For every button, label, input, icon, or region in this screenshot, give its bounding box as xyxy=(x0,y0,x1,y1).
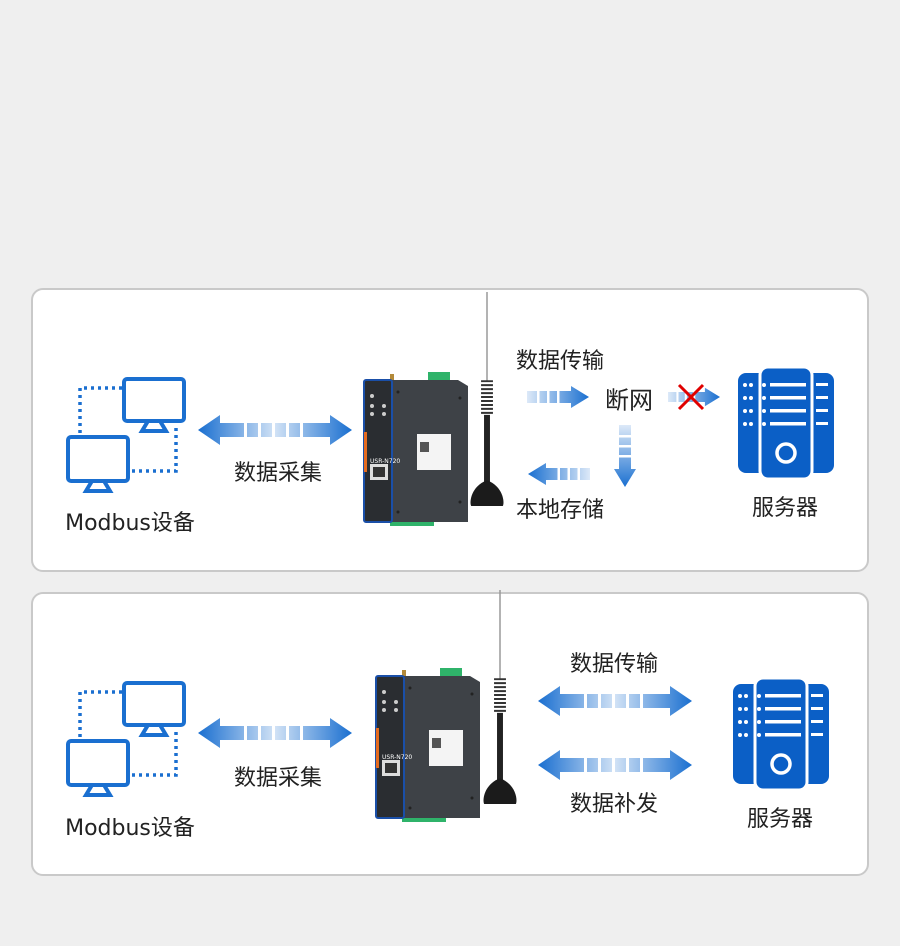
local-storage-label: 本地存储 xyxy=(515,498,605,523)
bidirectional-arrow-icon xyxy=(538,686,692,716)
modbus-device-label: Modbus设备 xyxy=(65,816,195,841)
data-collect-label: 数据采集 xyxy=(233,461,323,486)
antenna-icon xyxy=(480,590,520,808)
bidirectional-arrow-icon xyxy=(198,415,352,445)
gateway-model-label: USR-N720 xyxy=(382,754,413,761)
bidirectional-arrow-icon xyxy=(198,718,352,748)
bidirectional-arrow-icon xyxy=(538,750,692,780)
data-transfer-label: 数据传输 xyxy=(515,349,605,374)
data-transfer-label: 数据传输 xyxy=(569,652,659,677)
cross-icon xyxy=(676,380,706,414)
arrow-down-icon xyxy=(614,425,636,487)
arrow-right-icon xyxy=(527,386,589,408)
iot-gateway-image xyxy=(374,668,484,823)
arrow-left-icon xyxy=(528,463,590,485)
data-collect-label: 数据采集 xyxy=(233,766,323,791)
modbus-device-label: Modbus设备 xyxy=(65,511,195,536)
data-resend-label: 数据补发 xyxy=(569,792,659,817)
modbus-devices-icon xyxy=(66,375,186,500)
modbus-devices-icon xyxy=(66,679,186,804)
offline-label: 断网 xyxy=(605,386,653,415)
antenna-icon xyxy=(467,292,507,510)
server-icon xyxy=(738,367,834,479)
gateway-model-label: USR-N720 xyxy=(370,458,401,465)
server-label: 服务器 xyxy=(746,807,814,832)
iot-gateway-image xyxy=(362,372,472,527)
server-icon xyxy=(733,678,829,790)
server-label: 服务器 xyxy=(751,496,819,521)
